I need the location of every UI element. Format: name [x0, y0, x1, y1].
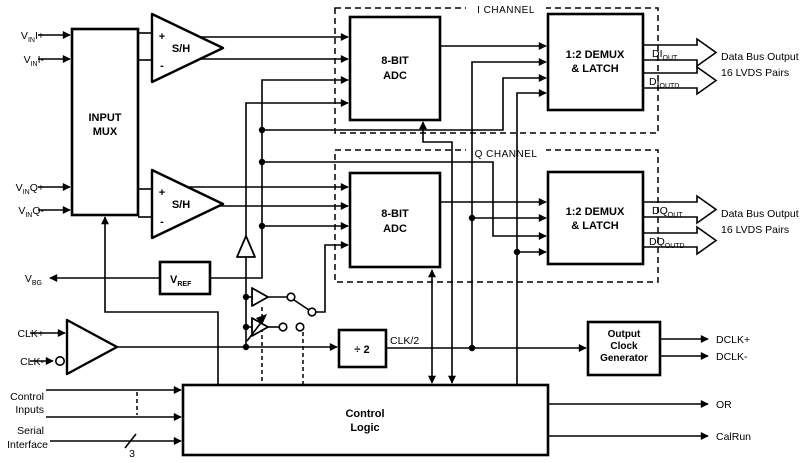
i-bus-caption-1: Data Bus Output — [721, 51, 799, 63]
wire-switch1-lever — [293, 299, 310, 311]
control-logic-label-1: Control — [345, 408, 384, 420]
vbg-label: VBG — [25, 273, 42, 287]
adc-i-block — [348, 15, 442, 122]
input-mux-label-2: MUX — [93, 126, 118, 138]
demux-q-label-1: 1:2 DEMUX — [566, 206, 625, 218]
control-logic-label-2: Logic — [350, 422, 379, 434]
wire-clk2-demuxi — [471, 58, 547, 348]
demux-i-block — [546, 12, 645, 112]
switch2-contact-b — [295, 322, 305, 332]
serial-bus-width-label: 3 — [129, 448, 135, 458]
di-outd-label: DIOUTD — [649, 76, 679, 90]
reference-buffer-icon — [236, 235, 256, 258]
control-logic-block — [181, 383, 550, 457]
shi-minus: - — [160, 60, 164, 72]
wire-demuxq-in3 — [262, 161, 547, 240]
junction-dots — [242, 126, 521, 352]
divide-by-2-label: ÷ 2 — [354, 344, 369, 356]
wire-mux-control — [101, 216, 219, 384]
shq-minus: - — [160, 216, 164, 228]
bus-arrow-dq-out — [643, 194, 718, 225]
switch1-contact-a — [286, 292, 296, 302]
calrun-label: CalRun — [716, 431, 751, 443]
wire-cl-demuxi — [516, 89, 547, 385]
clock-buffer-1-icon — [251, 287, 269, 307]
bus-arrow-dq-outd — [643, 225, 718, 256]
output-clock-generator-block — [586, 320, 662, 377]
sample-hold-q-amp — [150, 168, 225, 240]
ocg-label-3: Generator — [600, 353, 648, 364]
vin-i-plus-label: VINI+ — [21, 30, 44, 44]
wire-demuxi-in3 — [262, 74, 547, 131]
clk-minus-invert-bubble — [54, 355, 65, 366]
clock-input-buffer — [65, 318, 119, 376]
adjustable-arrow — [246, 319, 264, 342]
shi-plus: + — [159, 31, 165, 43]
bus-arrow-di-out — [643, 37, 718, 68]
serial-interface-label-2: Interface — [7, 439, 48, 451]
di-out-label: DIOUT — [652, 48, 678, 62]
i-channel-label-plate — [466, 4, 546, 15]
demux-q-block — [546, 170, 645, 266]
wire-adcq-clk — [316, 241, 349, 313]
vref-label: VREF — [170, 274, 192, 288]
demux-i-label-2: & LATCH — [571, 63, 619, 75]
adc-q-label-2: ADC — [383, 223, 407, 235]
vin-q-plus-label: VINQ+ — [16, 182, 44, 196]
bus-arrow-di-outd — [643, 65, 718, 96]
wire-vref-adci — [210, 76, 349, 279]
wire-adci-clock-return — [419, 121, 456, 384]
q-bus-caption-2: 16 LVDS Pairs — [721, 224, 789, 236]
switch1-contact-b — [307, 307, 317, 317]
i-channel-label: I CHANNEL — [477, 5, 535, 16]
dclk-minus-label: DCLK- — [716, 351, 748, 363]
ocg-label-2: Clock — [610, 341, 638, 352]
adc-q-block — [348, 171, 442, 269]
q-bus-caption-1: Data Bus Output — [721, 208, 799, 220]
vin-i-minus-label: VINI- — [24, 54, 45, 68]
wire-ref-adci-clk — [245, 99, 349, 236]
shq-label: S/H — [172, 199, 190, 211]
adjustable-arrow-head — [256, 314, 267, 325]
control-inputs-label-1: Control — [10, 391, 44, 403]
q-channel-label-plate — [466, 146, 546, 158]
divide-by-2-block — [337, 328, 388, 369]
adc-q-label-1: 8-BIT — [381, 208, 409, 220]
q-channel-label: Q CHANNEL — [475, 149, 538, 160]
clk2-label: CLK/2 — [390, 335, 419, 347]
serial-interface-label-1: Serial — [17, 425, 44, 437]
serial-bus-slash — [124, 433, 137, 449]
demux-i-label-1: 1:2 DEMUX — [566, 49, 625, 61]
input-mux-block — [70, 27, 140, 217]
demux-q-label-2: & LATCH — [571, 220, 619, 232]
adc-i-label-2: ADC — [383, 70, 407, 82]
switch2-contact-a — [278, 322, 288, 332]
dclk-plus-label: DCLK+ — [716, 334, 750, 346]
clk-minus-label: CLK- — [20, 356, 44, 368]
wires — [30, 31, 709, 449]
shi-label: S/H — [172, 43, 190, 55]
or-label: OR — [716, 399, 732, 411]
clk-plus-label: CLK+ — [17, 328, 44, 340]
shq-plus: + — [159, 187, 165, 199]
lvds-bus-arrows — [643, 37, 718, 256]
sample-hold-i-amp — [150, 12, 225, 84]
adc-i-label-1: 8-BIT — [381, 55, 409, 67]
i-bus-caption-2: 16 LVDS Pairs — [721, 67, 789, 79]
dq-out-label: DQOUT — [652, 205, 683, 219]
dq-outd-label: DQOUTD — [649, 236, 685, 250]
input-mux-label-1: INPUT — [89, 112, 122, 124]
ocg-label-1: Output — [608, 329, 641, 340]
control-inputs-label-2: Inputs — [15, 404, 44, 416]
vref-block — [158, 260, 212, 296]
vin-q-minus-label: VINQ- — [18, 205, 44, 219]
